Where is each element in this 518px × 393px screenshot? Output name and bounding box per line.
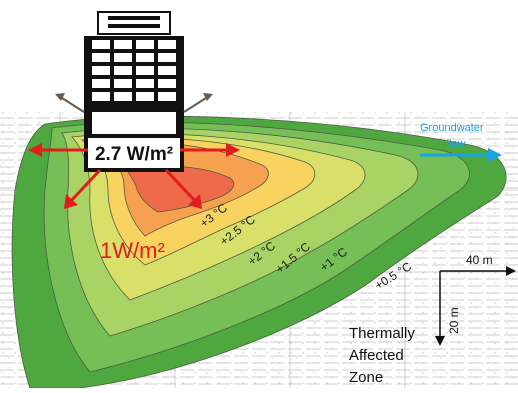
building-window: [158, 66, 176, 75]
building-window: [114, 92, 132, 101]
scale-horizontal-label: 40 m: [466, 253, 493, 267]
surface-heat-arrows: [55, 93, 213, 113]
groundwater-arrow-icon: [488, 148, 502, 162]
heat-arrows: [28, 143, 240, 209]
building-window: [158, 40, 176, 49]
building-window: [136, 92, 154, 101]
groundwater-label-line1: Groundwater: [420, 122, 484, 134]
building-window: [136, 53, 154, 62]
thermal-plume: [11, 115, 507, 389]
building-window: [136, 40, 154, 49]
building-window: [158, 79, 176, 88]
svg-text:Zone: Zone: [349, 369, 383, 386]
center-flux-label: 1W/m²: [100, 238, 165, 263]
building-icon: 2.7 W/m²: [84, 11, 184, 172]
scale-vertical-label: 20 m: [447, 307, 461, 334]
building-window: [114, 53, 132, 62]
svg-text:Affected: Affected: [349, 347, 404, 364]
building-window: [114, 79, 132, 88]
thermally-affected-zone-label: Thermally Affected Zone: [349, 325, 415, 386]
building-window: [92, 79, 110, 88]
building-window: [158, 53, 176, 62]
building-window: [136, 66, 154, 75]
building-window: [92, 92, 110, 101]
groundwater-flow: Groundwater flow: [420, 122, 502, 162]
building-roof-block: [97, 11, 171, 35]
heat-flux-label: 2.7 W/m²: [95, 144, 173, 165]
building-window: [114, 66, 132, 75]
building-window: [92, 66, 110, 75]
groundwater-label-line2: flow: [446, 138, 466, 150]
heat-flux-box: [88, 138, 180, 168]
building-window: [114, 40, 132, 49]
building-window: [158, 92, 176, 101]
scale-bar: [435, 266, 516, 346]
building-window: [136, 79, 154, 88]
building-basement: [92, 112, 176, 134]
svg-text:Thermally: Thermally: [349, 325, 415, 342]
building-window: [92, 40, 110, 49]
building-window: [92, 53, 110, 62]
